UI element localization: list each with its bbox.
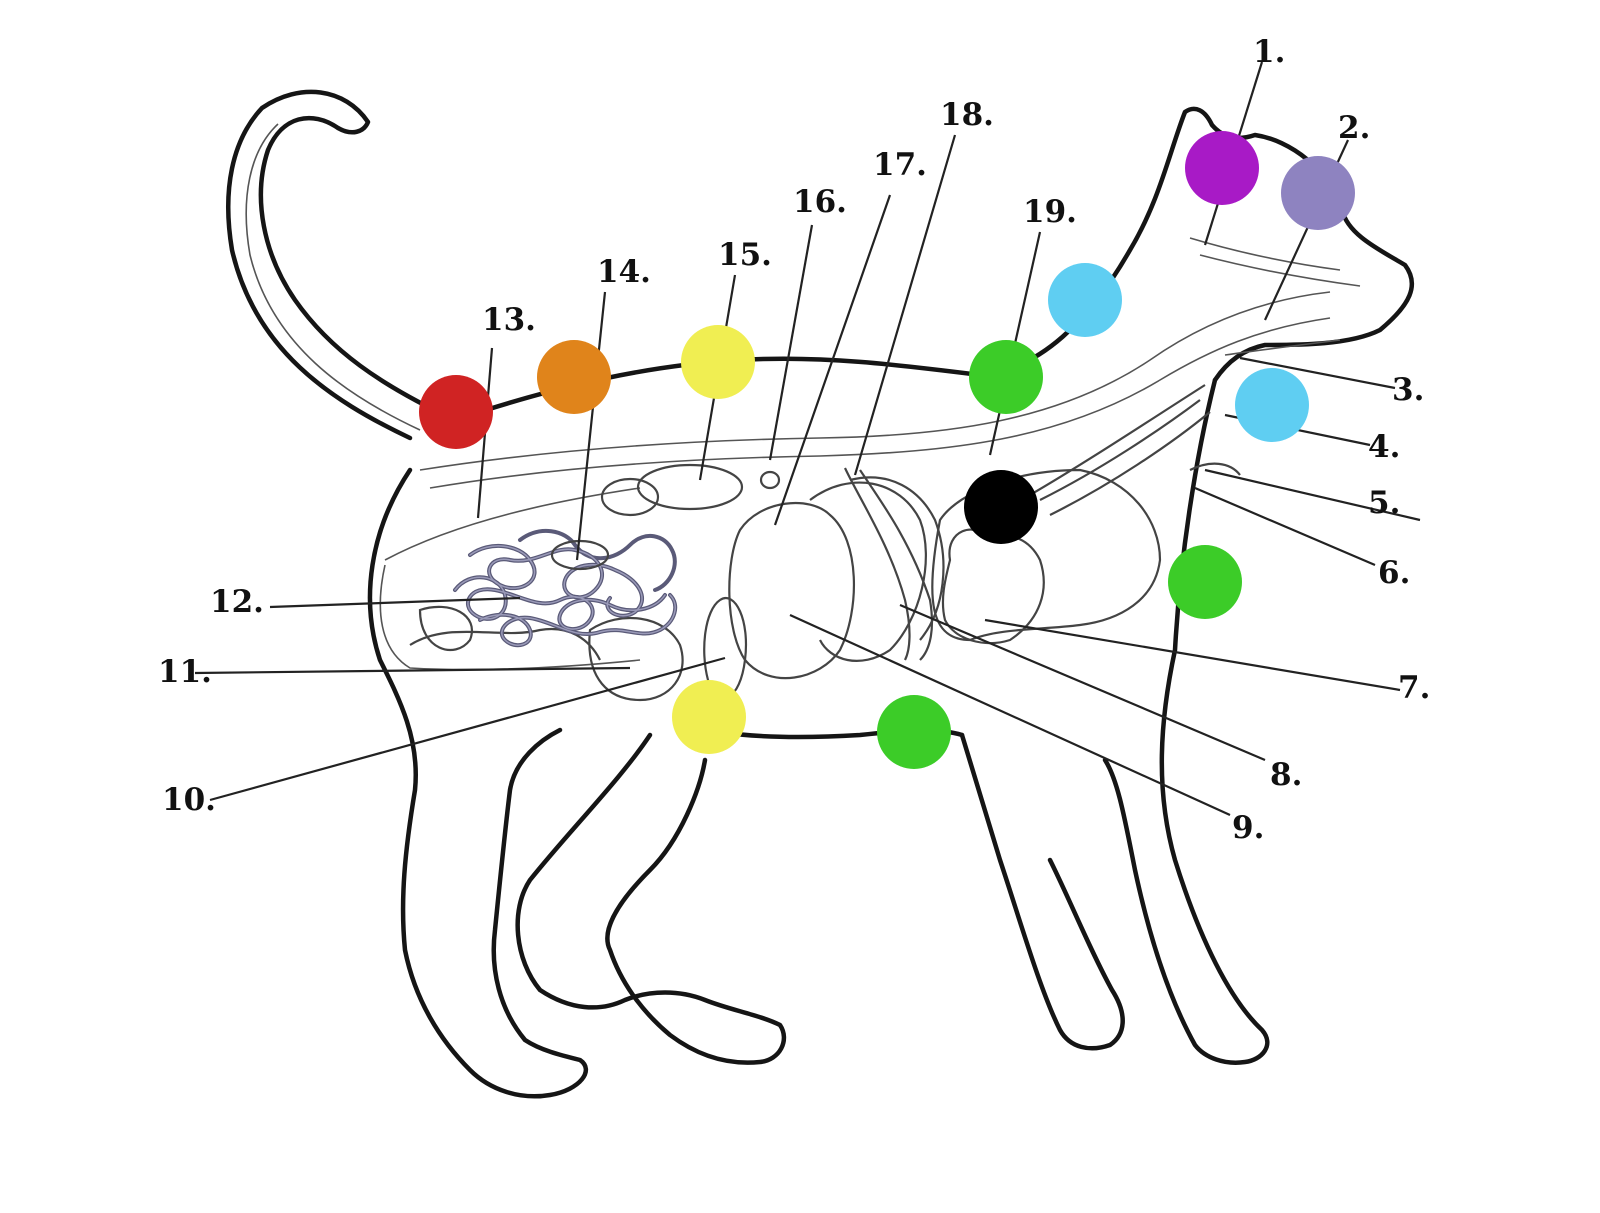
colored-markers: [419, 131, 1355, 769]
hind-leg-front-outline: [515, 732, 787, 1065]
leader-17: [773, 194, 892, 526]
label-9: 9.: [1232, 810, 1264, 846]
marker-orange[interactable]: [537, 340, 611, 414]
label-14: 14.: [597, 254, 651, 290]
label-3: 3.: [1392, 372, 1424, 408]
marker-black[interactable]: [964, 470, 1038, 544]
label-1: 1.: [1253, 34, 1285, 70]
leader-3: [1239, 356, 1396, 390]
kidney: [636, 463, 744, 511]
marker-sky-upper[interactable]: [1048, 263, 1122, 337]
tongue: [1224, 339, 1341, 356]
leader-14: [575, 291, 607, 561]
larynx: [1189, 462, 1241, 476]
colon: [409, 627, 601, 661]
label-16: 16.: [793, 184, 847, 220]
spine-line: [419, 291, 1331, 471]
spine-line-lower: [429, 317, 1331, 489]
label-18: 18.: [940, 97, 994, 133]
leader-8: [899, 603, 1266, 762]
tail-outline: [226, 89, 458, 441]
front-leg-back-outline: [959, 732, 1125, 1051]
marker-green-chest[interactable]: [1168, 545, 1242, 619]
number-labels: 1. 2. 3. 4. 5. 6. 7. 8. 9. 10. 11. 12. 1…: [158, 34, 1430, 846]
head-inner-line: [1189, 237, 1361, 287]
stomach: [728, 501, 856, 680]
liver-lobe-2: [849, 476, 945, 641]
marker-purple[interactable]: [1185, 131, 1259, 205]
marker-lavender[interactable]: [1281, 156, 1355, 230]
label-12: 12.: [210, 584, 264, 620]
label-5: 5.: [1368, 485, 1400, 521]
label-15: 15.: [718, 237, 772, 273]
marker-yellow-belly[interactable]: [672, 680, 746, 754]
leader-10: [209, 656, 726, 802]
hind-leg-back-outline: [367, 467, 588, 1099]
front-leg-front-outline: [1102, 377, 1270, 1065]
ovary: [759, 470, 781, 490]
label-6: 6.: [1378, 555, 1410, 591]
lung: [931, 468, 1162, 642]
label-11: 11.: [158, 654, 212, 690]
leader-12: [269, 596, 521, 609]
label-10: 10.: [162, 782, 216, 818]
leader-18: [853, 134, 957, 476]
marker-red[interactable]: [419, 375, 493, 449]
marker-green-back[interactable]: [969, 340, 1043, 414]
head-outline: [1212, 207, 1415, 383]
leader-6: [1194, 486, 1376, 567]
leader-16: [768, 224, 814, 461]
pancreas: [588, 616, 684, 702]
small-intestine: [453, 528, 678, 648]
bladder: [418, 605, 473, 652]
heart: [941, 528, 1045, 645]
leader-lines: [194, 61, 1421, 817]
kidney-back: [600, 477, 660, 517]
leader-7: [984, 618, 1401, 692]
internal-organs: [379, 237, 1361, 702]
label-2: 2.: [1338, 110, 1370, 146]
diaphragm: [844, 467, 934, 661]
leader-9: [789, 613, 1231, 817]
marker-sky-neck[interactable]: [1235, 368, 1309, 442]
label-8: 8.: [1270, 757, 1302, 793]
body-cavity-wall: [379, 487, 641, 671]
label-4: 4.: [1368, 429, 1400, 465]
label-13: 13.: [482, 302, 536, 338]
marker-green-belly[interactable]: [877, 695, 951, 769]
esophagus: [1029, 384, 1206, 496]
label-7: 7.: [1398, 670, 1430, 706]
label-19: 19.: [1023, 194, 1077, 230]
label-17: 17.: [873, 147, 927, 183]
tail-inner-line: [245, 123, 421, 431]
marker-yellow-back[interactable]: [681, 325, 755, 399]
leader-11: [194, 666, 631, 675]
trachea: [1039, 399, 1211, 516]
leader-5: [1204, 468, 1421, 522]
